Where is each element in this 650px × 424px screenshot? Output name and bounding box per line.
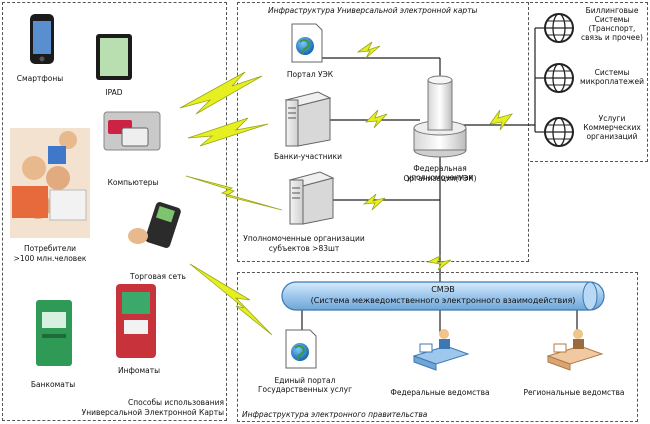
label-billing-line3: (Транспорт, [588, 24, 636, 33]
label-commercial-line3: организаций [586, 132, 638, 141]
label-computers: Компьютеры [107, 178, 159, 187]
label-micropayments-line1: Системы [594, 68, 630, 77]
atm-green-icon [36, 300, 72, 366]
label-atms: Банкоматы [30, 380, 76, 389]
label-regional-agencies: Региональные ведомства [523, 388, 625, 397]
label-commercial-line1: Услуги [598, 114, 626, 123]
label-banks: Банки-участники [274, 152, 342, 161]
ways-frame [2, 2, 227, 421]
smev-name: СМЭВ [431, 285, 455, 294]
regional-agencies-icon [546, 329, 604, 371]
label-gov-portal-line1: Единый портал [274, 376, 336, 385]
consumers-photo [10, 128, 90, 238]
infomat-red-icon [116, 284, 156, 358]
label-smartphones: Смартфоны [16, 74, 64, 83]
label-billing-line4: связь и прочее) [581, 33, 643, 42]
smartphone-icon [30, 14, 54, 64]
label-commercial-line2: Коммерческих [583, 123, 641, 132]
label-trade-network: Торговая сеть [130, 272, 186, 281]
billing-globe-icon [544, 13, 574, 43]
smev-pipe [281, 281, 605, 311]
payment-terminal-icon [128, 202, 181, 248]
right-systems-frame [530, 2, 648, 162]
ways-title-line2: Универсальной Электронной Карты [81, 408, 224, 417]
connection-lines [301, 27, 578, 335]
label-gov-portal-line2: Государственных услуг [257, 385, 353, 394]
gov-portal-icon [285, 329, 317, 369]
federal-agencies-icon [412, 329, 470, 371]
label-authorized-line1: Уполномоченные организации [243, 234, 365, 243]
label-federal-line1: Федеральная уполномоченная [406, 164, 474, 182]
federal-tower-icon [413, 75, 467, 158]
label-portal-uek: Портал УЭК [286, 70, 334, 79]
lightning-bolts [179, 41, 514, 336]
label-consumers-line1: Потребители [23, 244, 77, 253]
smev-full-name: (Система межведомственного электронного … [310, 296, 576, 305]
authorized-server-icon [288, 171, 335, 225]
ways-title-line1: Способы использования [128, 398, 224, 407]
label-billing-line1: Биллинговые [585, 6, 639, 15]
label-authorized-line2: субъектов >83шт [268, 244, 340, 253]
micropayments-globe-icon [544, 63, 574, 93]
card-infra-title: Инфраструктура Универсальной электронной… [268, 6, 478, 15]
egov-frame [237, 272, 638, 422]
computer-card-icon [103, 111, 161, 151]
label-ipad: IPAD [105, 88, 123, 97]
egov-title: Инфраструктура электронного правительств… [242, 410, 428, 419]
right-globes [544, 13, 574, 147]
label-micropayments-line2: микроплатежей [580, 77, 644, 86]
label-billing-line2: Системы [594, 15, 630, 24]
label-federal-agencies: Федеральные ведомства [390, 388, 490, 397]
ipad-icon [96, 34, 132, 80]
label-federal-line2: Организация(УЭК) [403, 174, 477, 183]
label-infomats: Инфоматы [117, 366, 161, 375]
label-consumers-line2: >100 млн.человек [13, 254, 87, 263]
portal-uek-icon [291, 23, 323, 63]
commercial-globe-icon [544, 117, 574, 147]
bank-server-icon [284, 91, 332, 147]
